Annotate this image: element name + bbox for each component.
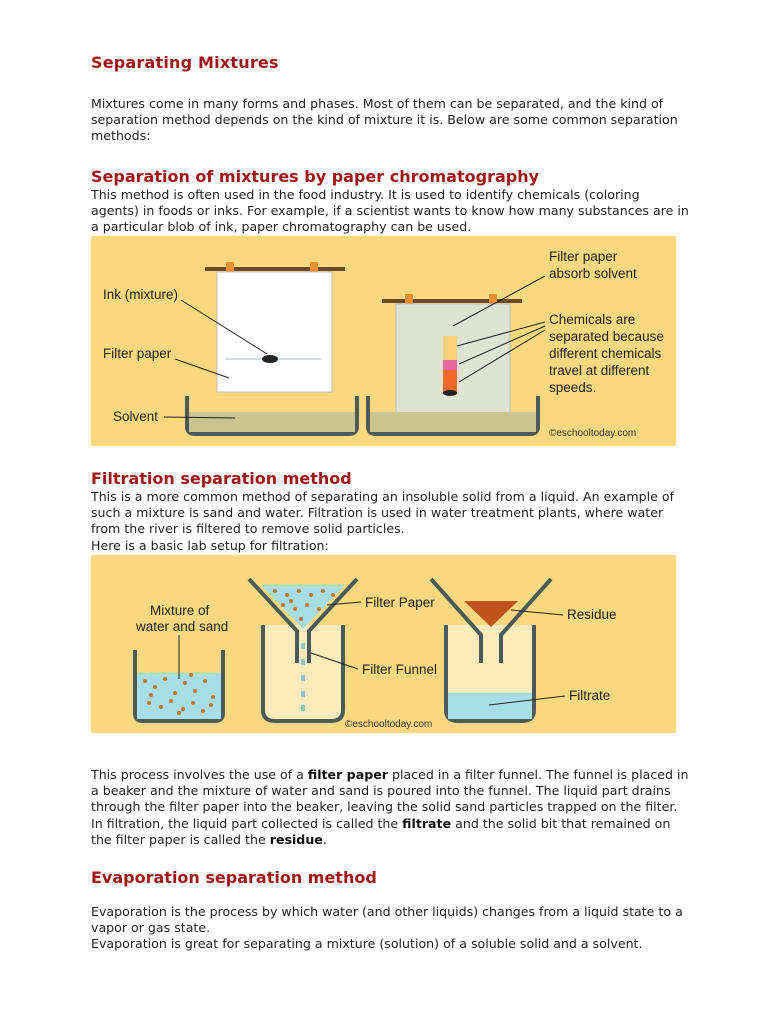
chromatography-figure: Ink (mixture) Filter paper Solvent Filte… bbox=[91, 236, 676, 446]
term-residue: residue bbox=[269, 831, 323, 847]
term-filtrate: filtrate bbox=[402, 815, 452, 831]
solvent-right bbox=[370, 412, 536, 432]
ink-blob bbox=[262, 355, 278, 363]
pointer-filter-funnel bbox=[310, 652, 359, 670]
label-absorb-1: Filter paper bbox=[549, 249, 618, 264]
label-filter-paper: Filter paper bbox=[103, 346, 172, 361]
filtrate-liquid bbox=[448, 693, 532, 719]
filtration-paragraph: This is a more common method of separati… bbox=[91, 489, 691, 554]
strip-orange bbox=[443, 370, 457, 394]
mixture-beaker bbox=[133, 650, 225, 723]
tape-left-1 bbox=[226, 262, 234, 276]
sand-particles bbox=[143, 673, 215, 715]
page-title: Separating Mixtures bbox=[91, 53, 279, 72]
pointer-ink bbox=[180, 299, 268, 355]
tape-right-1 bbox=[405, 294, 413, 308]
filtration-heading: Filtration separation method bbox=[91, 469, 352, 488]
evaporation-heading: Evaporation separation method bbox=[91, 868, 377, 887]
strip-origin bbox=[443, 390, 457, 396]
beaker-left bbox=[185, 396, 359, 436]
filtration-text-2: Here is a basic lab setup for filtration… bbox=[91, 537, 329, 553]
label-chem-5: speeds. bbox=[549, 380, 596, 395]
explain-text-1: This process involves the use of a bbox=[91, 767, 308, 782]
label-filtrate: Filtrate bbox=[569, 688, 610, 703]
pointer-filter-paper-f bbox=[326, 601, 362, 606]
filtration-figure: Mixture of water and sand Filter Paper F… bbox=[91, 555, 676, 733]
label-chem-4: travel at different bbox=[549, 363, 650, 378]
strip-yellow bbox=[443, 336, 457, 360]
tape-right-2 bbox=[489, 294, 497, 308]
filtration-explanation: This process involves the use of a filte… bbox=[91, 767, 691, 848]
funnel-mixture bbox=[261, 585, 345, 629]
filtration-diagram: Mixture of water and sand Filter Paper F… bbox=[133, 577, 617, 730]
explain-text-2: placed in a filter funnel. The funnel is… bbox=[91, 767, 689, 831]
label-ink: Ink (mixture) bbox=[103, 287, 178, 302]
label-filter-paper-f: Filter Paper bbox=[365, 595, 435, 610]
pointer-chem-1 bbox=[456, 321, 546, 347]
chromatography-paragraph: This method is often used in the food in… bbox=[91, 187, 689, 235]
filter-paper-left bbox=[216, 271, 333, 393]
label-absorb-2: absorb solvent bbox=[549, 266, 637, 281]
pointer-filter-paper bbox=[174, 358, 230, 379]
residue bbox=[464, 601, 518, 627]
pointer-absorb bbox=[452, 275, 546, 327]
explain-text-3: and the solid bit that remained on the f… bbox=[91, 815, 671, 847]
pointer-residue bbox=[510, 609, 564, 616]
filter-funnel-right bbox=[429, 577, 553, 663]
label-chem-1: Chemicals are bbox=[549, 312, 635, 327]
strip-pink bbox=[443, 360, 457, 370]
explain-text-4: . bbox=[322, 831, 327, 847]
label-filter-funnel: Filter Funnel bbox=[362, 662, 437, 677]
copyright-chromatography: ©eschooltoday.com bbox=[549, 428, 636, 439]
solvent-left bbox=[189, 412, 355, 432]
evaporation-paragraph: Evaporation is the process by which wate… bbox=[91, 904, 691, 953]
label-chem-3: different chemicals bbox=[549, 346, 662, 361]
label-solvent: Solvent bbox=[113, 409, 158, 424]
evaporation-text-1: Evaporation is the process by which wate… bbox=[91, 904, 683, 936]
intro-paragraph: Mixtures come in many forms and phases. … bbox=[91, 96, 678, 144]
label-mixture-1: Mixture of bbox=[150, 603, 210, 618]
funnel-sand bbox=[273, 589, 335, 621]
beaker-right bbox=[366, 396, 540, 436]
filtrate-drops bbox=[301, 643, 305, 711]
copyright-filtration: ©eschooltoday.com bbox=[345, 719, 432, 730]
filter-funnel bbox=[247, 577, 359, 663]
middle-beaker bbox=[261, 625, 345, 723]
label-mixture-2: water and sand bbox=[135, 619, 228, 634]
tape-left-2 bbox=[310, 262, 318, 276]
label-residue: Residue bbox=[567, 607, 617, 622]
evaporation-text-2: Evaporation is great for separating a mi… bbox=[91, 936, 643, 952]
chromatography-heading: Separation of mixtures by paper chromato… bbox=[91, 167, 540, 186]
pointer-solvent bbox=[163, 416, 236, 419]
filtration-text: This is a more common method of separati… bbox=[91, 489, 675, 537]
term-filter-paper: filter paper bbox=[307, 767, 388, 782]
pointer-chem-3 bbox=[458, 329, 546, 383]
pointer-chem-2 bbox=[458, 325, 546, 365]
label-chem-2: separated because bbox=[549, 329, 664, 344]
pointer-filtrate bbox=[488, 695, 566, 706]
chromatography-diagram: Ink (mixture) Filter paper Solvent Filte… bbox=[103, 249, 664, 439]
